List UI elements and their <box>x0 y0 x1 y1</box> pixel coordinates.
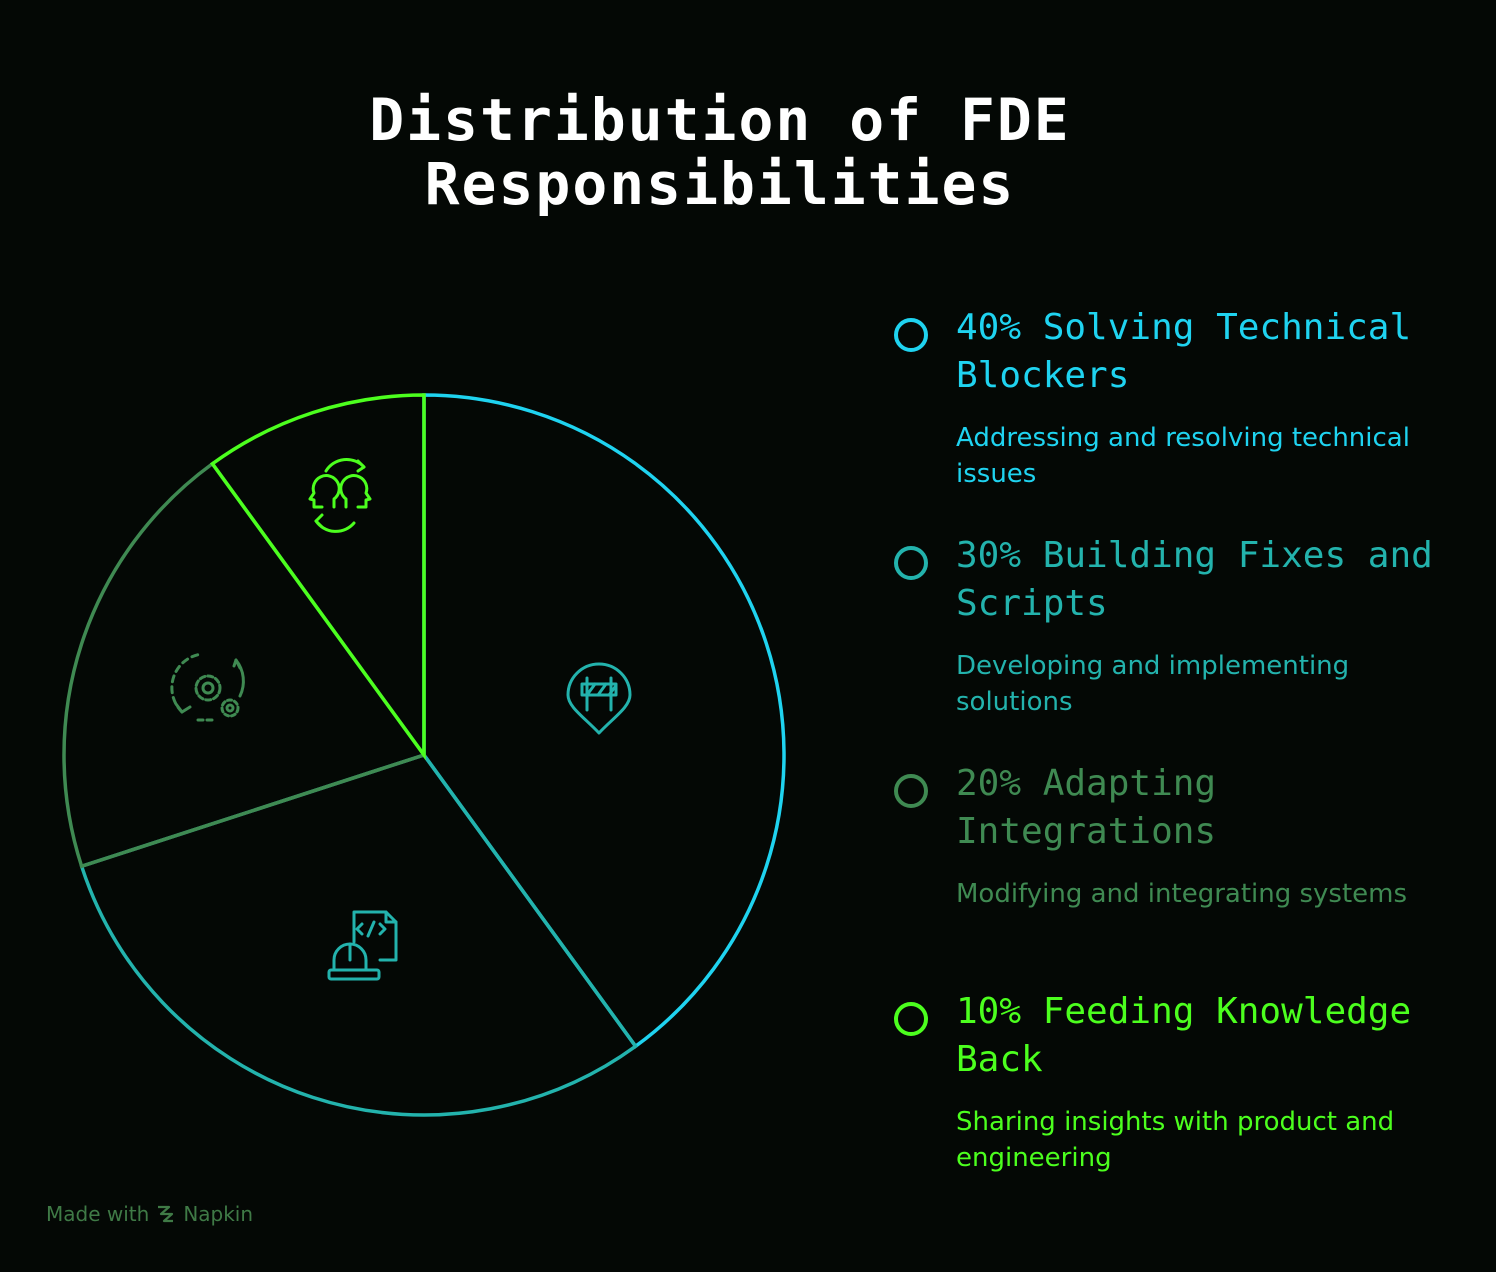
legend-description: Sharing insights with product and engine… <box>956 1107 1395 1173</box>
pie-chart <box>62 393 786 1117</box>
legend-ring-icon <box>894 774 928 808</box>
chart-title: Distribution of FDE Responsibilities <box>0 88 1440 216</box>
legend-heading: 40% Solving Technical Blockers <box>956 307 1412 396</box>
pie-slice-building-fixes-scripts <box>79 752 639 1117</box>
napkin-logo-icon <box>158 1205 174 1223</box>
napkin-brand-label: Napkin <box>183 1202 254 1226</box>
legend-ring-icon <box>894 1002 928 1036</box>
heads-exchange-icon <box>308 457 372 533</box>
made-with-napkin-footer[interactable]: Made with Napkin <box>46 1202 253 1226</box>
legend-description: Addressing and resolving technical issue… <box>956 423 1410 489</box>
title-line-2: Responsibilities <box>424 150 1016 218</box>
pie-slice-solving-technical-blockers <box>422 393 786 1049</box>
legend-ring-icon <box>894 546 928 580</box>
hardhat-code-file-icon <box>327 910 398 981</box>
legend-description: Developing and implementing solutions <box>956 651 1350 717</box>
made-with-label: Made with <box>46 1202 150 1226</box>
legend-heading: 10% Feeding Knowledge Back <box>956 991 1412 1080</box>
gears-cycle-icon <box>170 652 245 722</box>
legend-heading: 20% Adapting Integrations <box>956 763 1217 852</box>
pie-slice-feeding-knowledge-back <box>209 393 426 761</box>
title-line-1: Distribution of FDE <box>369 86 1071 154</box>
legend-description: Modifying and integrating systems <box>956 879 1408 909</box>
legend-ring-icon <box>894 318 928 352</box>
legend-heading: 30% Building Fixes and Scripts <box>956 535 1433 624</box>
roadblock-pin-icon <box>566 662 632 735</box>
pie-slice-adapting-integrations <box>62 461 427 869</box>
